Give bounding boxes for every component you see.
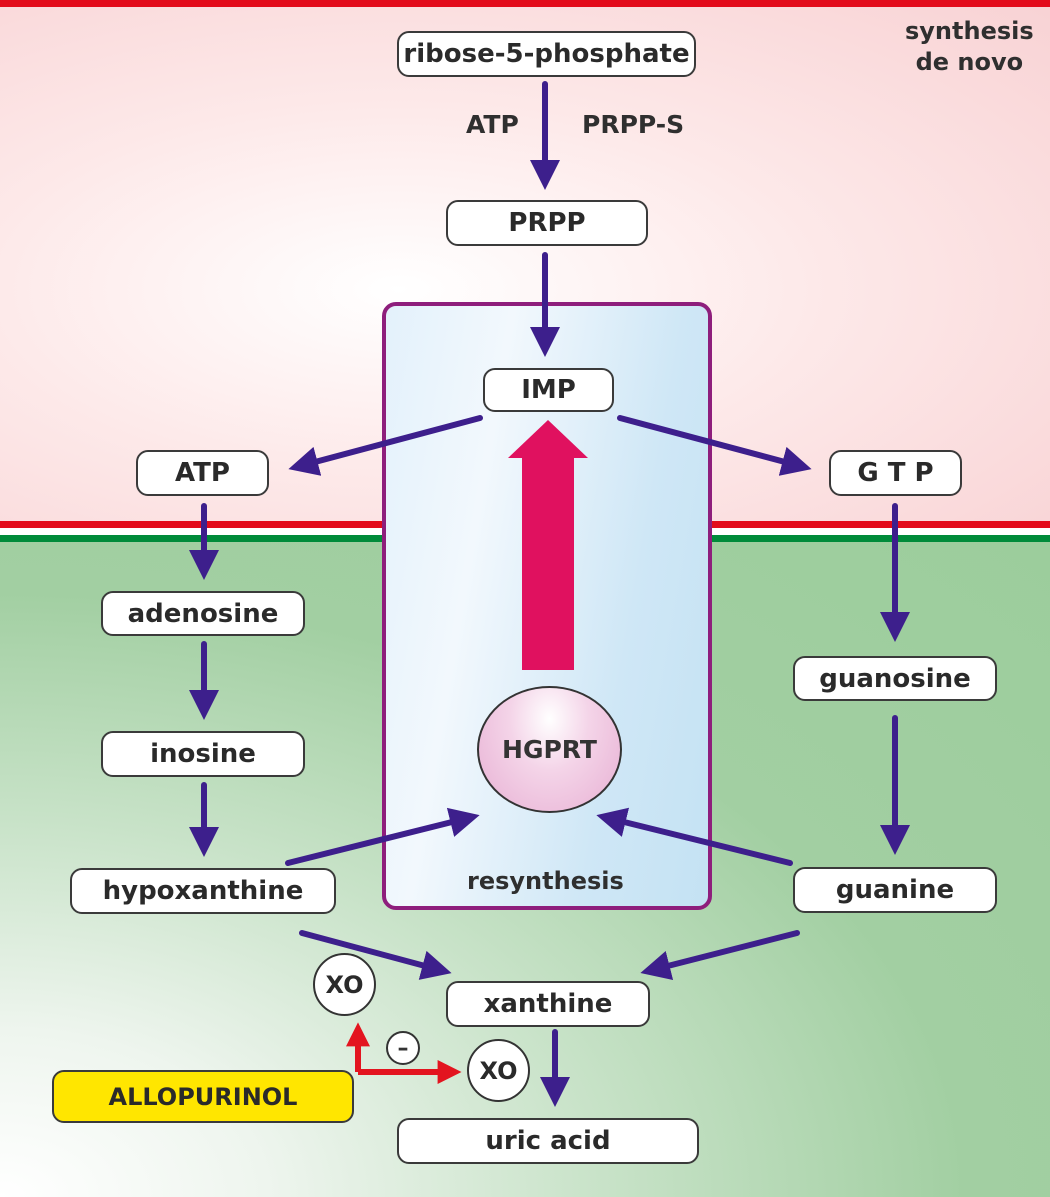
top-border-band	[0, 0, 1050, 7]
synthesis-label-line1: synthesis	[905, 17, 1034, 45]
node-adenosine[interactable]: adenosine	[101, 591, 305, 636]
node-imp[interactable]: IMP	[483, 368, 614, 412]
arrow-hypoxanthine-to-xanthine	[299, 930, 452, 980]
enzyme-xo-lower[interactable]: XO	[467, 1039, 530, 1102]
node-inosine[interactable]: inosine	[101, 731, 305, 777]
node-guanine[interactable]: guanine	[793, 867, 997, 913]
node-gtp[interactable]: G T P	[829, 450, 962, 496]
synthesis-label-line2: de novo	[915, 48, 1024, 76]
node-prpp[interactable]: PRPP	[446, 200, 648, 246]
arrow-imp-to-atp	[288, 415, 483, 476]
inhibition-minus-icon: –	[386, 1031, 420, 1065]
synthesis-de-novo-label: synthesis de novo	[905, 16, 1034, 78]
node-hypoxanthine[interactable]: hypoxanthine	[70, 868, 336, 914]
node-xanthine[interactable]: xanthine	[446, 981, 650, 1027]
arrow-guanine-to-xanthine	[640, 930, 800, 981]
node-ribose-5-phosphate[interactable]: ribose-5-phosphate	[397, 31, 696, 77]
arrow-imp-to-gtp	[617, 415, 812, 476]
prpp-synthetase-label: PRPP-S	[582, 110, 685, 139]
enzyme-hgprt[interactable]: HGPRT	[477, 686, 622, 813]
arrow-hypoxanthine-to-hgprt	[285, 807, 480, 866]
arrow-guanine-to-hgprt	[596, 807, 793, 866]
enzyme-xo-upper[interactable]: XO	[313, 953, 376, 1016]
node-atp[interactable]: ATP	[136, 450, 269, 496]
resynthesis-arrow	[508, 420, 588, 670]
node-guanosine[interactable]: guanosine	[793, 656, 997, 701]
resynthesis-label: resynthesis	[467, 867, 624, 895]
allopurinol-inhibition-arrows	[346, 1022, 462, 1084]
drug-allopurinol[interactable]: ALLOPURINOL	[52, 1070, 354, 1123]
cofactor-atp-label: ATP	[466, 110, 519, 139]
node-uric-acid[interactable]: uric acid	[397, 1118, 699, 1164]
